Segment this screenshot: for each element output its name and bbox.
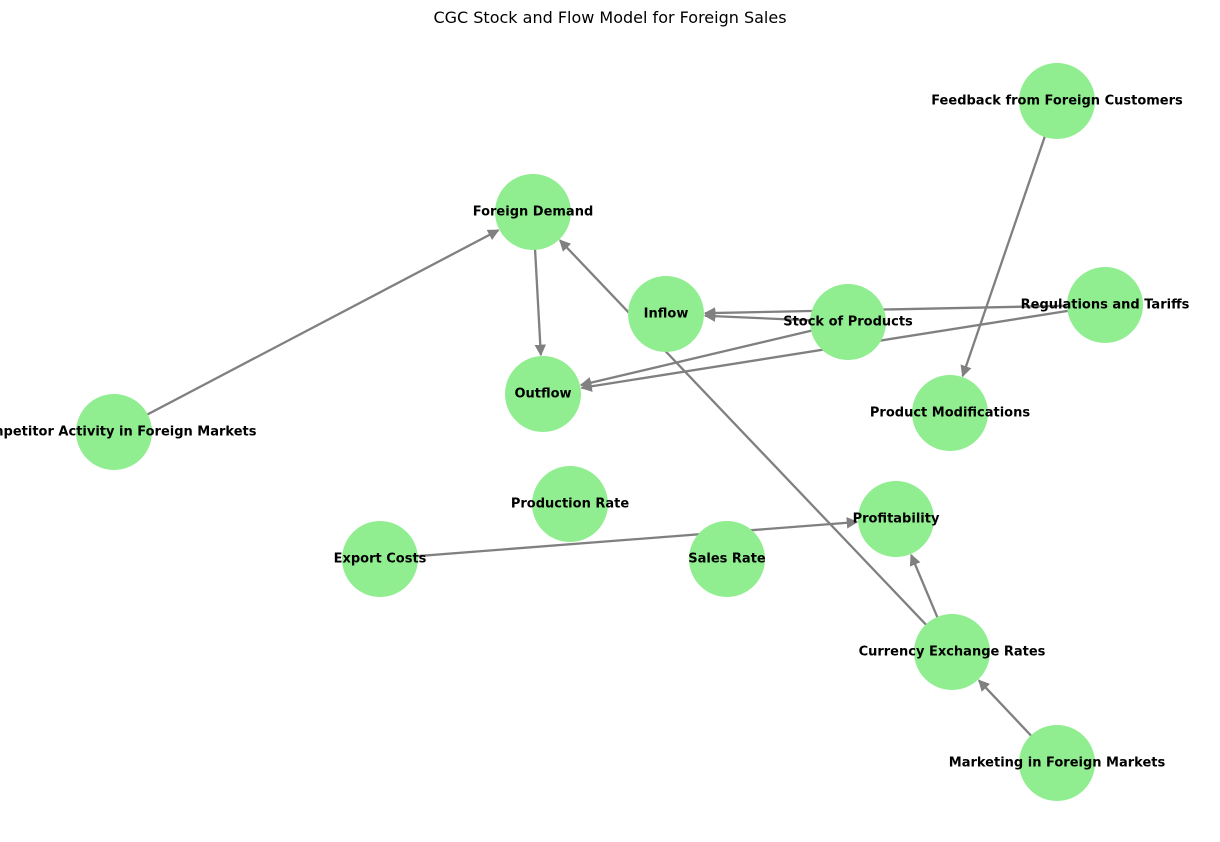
node-label: Competitor Activity in Foreign Markets — [0, 425, 257, 440]
edges-layer — [113, 100, 1106, 764]
node-circle — [1067, 267, 1143, 343]
node-label: Product Modifications — [870, 406, 1030, 421]
node-label: Foreign Demand — [473, 205, 594, 220]
node-circle — [505, 356, 581, 432]
node-stock: Stock of Products — [783, 284, 913, 360]
node-label: Currency Exchange Rates — [859, 645, 1046, 660]
node-profitability: Profitability — [853, 481, 940, 557]
edge-feedback-to-product_mods — [960, 100, 1059, 378]
node-label: Sales Rate — [688, 552, 766, 567]
node-label: Marketing in Foreign Markets — [949, 756, 1166, 771]
node-circle — [858, 481, 934, 557]
node-circle — [912, 375, 988, 451]
node-circle — [689, 521, 765, 597]
node-inflow: Inflow — [628, 276, 704, 352]
node-circle — [1019, 63, 1095, 139]
edge-competitor-to-foreign_demand — [113, 229, 500, 434]
node-label: Production Rate — [511, 497, 630, 512]
node-label: Inflow — [644, 307, 689, 322]
diagram-title: CGC Stock and Flow Model for Foreign Sal… — [433, 8, 787, 27]
node-feedback: Feedback from Foreign Customers — [931, 63, 1183, 139]
node-marketing: Marketing in Foreign Markets — [949, 725, 1166, 801]
node-circle — [1019, 725, 1095, 801]
node-outflow: Outflow — [505, 356, 581, 432]
node-label: Regulations and Tariffs — [1021, 298, 1190, 313]
node-label: Export Costs — [334, 552, 427, 567]
edge-stock-to-outflow — [579, 320, 849, 389]
edge-currency-to-foreign_demand — [559, 239, 953, 653]
node-production-rate: Production Rate — [511, 466, 630, 542]
node-competitor: Competitor Activity in Foreign Markets — [0, 394, 257, 470]
node-circle — [914, 614, 990, 690]
node-regulations: Regulations and Tariffs — [1021, 267, 1190, 343]
edge-regulations-to-inflow — [703, 303, 1106, 319]
node-currency: Currency Exchange Rates — [859, 614, 1046, 690]
node-circle — [495, 174, 571, 250]
node-label: Profitability — [853, 512, 940, 527]
edge-export_costs-to-profitability — [379, 517, 859, 561]
node-sales-rate: Sales Rate — [688, 521, 766, 597]
node-foreign-demand: Foreign Demand — [473, 174, 594, 250]
node-product-mods: Product Modifications — [870, 375, 1030, 451]
node-circle — [342, 521, 418, 597]
node-circle — [76, 394, 152, 470]
node-circle — [532, 466, 608, 542]
node-label: Stock of Products — [783, 315, 913, 330]
node-label: Outflow — [514, 387, 571, 402]
node-circle — [810, 284, 886, 360]
node-label: Feedback from Foreign Customers — [931, 94, 1183, 109]
node-export-costs: Export Costs — [334, 521, 427, 597]
node-circle — [628, 276, 704, 352]
